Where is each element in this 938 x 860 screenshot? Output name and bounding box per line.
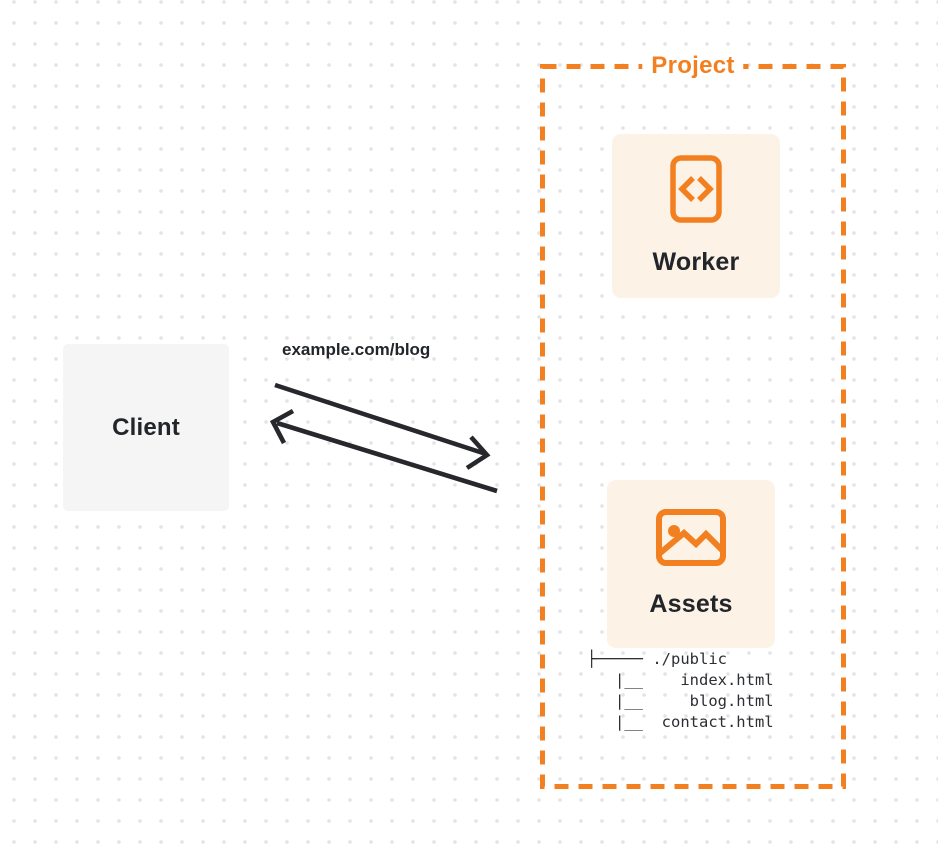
response-arrowhead-icon: [269, 408, 295, 445]
request-url-label: example.com/blog: [282, 340, 431, 359]
file-tree-line: |__ blog.html: [587, 692, 774, 710]
file-tree-line: ├───── ./public: [587, 650, 727, 668]
image-icon: [656, 509, 726, 566]
file-tree-line: |__ contact.html: [587, 713, 774, 731]
response-arrow-line: [276, 420, 498, 494]
client-node: Client: [63, 344, 229, 511]
assets-node: Assets: [607, 480, 775, 648]
request-arrowhead-icon: [465, 435, 491, 470]
assets-file-tree: ├───── ./public |__ index.html |__ blog.…: [587, 649, 774, 733]
request-arrow-line: [274, 382, 487, 457]
worker-node: Worker: [612, 134, 780, 298]
worker-label: Worker: [652, 248, 740, 276]
project-label: Project: [642, 51, 744, 81]
code-file-icon: [670, 155, 722, 223]
client-label: Client: [112, 413, 180, 441]
file-tree-line: |__ index.html: [587, 671, 774, 689]
assets-label: Assets: [649, 590, 733, 618]
